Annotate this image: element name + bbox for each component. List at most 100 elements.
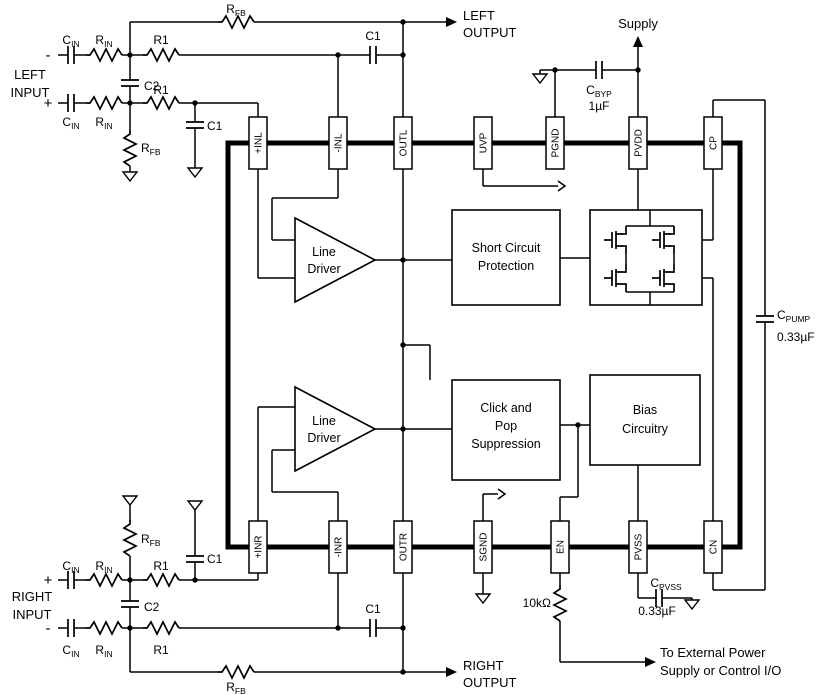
r1-label: R1 [153,559,169,573]
capacitor-cbyp-icon [595,60,603,80]
junction-dot-icon [400,52,406,58]
bias-circuitry-label: Bias [633,403,657,417]
junction-dot-icon [127,625,133,631]
pin-inl-pos: +INL [248,116,268,170]
pin-box [393,520,413,574]
resistor-r1-icon [142,573,180,587]
capacitor-c2-icon [120,600,140,608]
supply-arrow-icon [633,36,643,47]
short-circuit-protection-label: Short Circuit [472,241,541,255]
rfb-label: RFB [141,532,161,548]
cin-label: CIN [62,33,79,49]
click-pop-suppression-label: Suppression [471,437,541,451]
junction-dot-icon [552,67,558,73]
pin-name: CP [709,136,720,150]
external-io-label: Supply or Control I/O [660,663,781,678]
plus-sign: + [44,95,53,112]
pin-outl: OUTL [393,116,413,170]
pin-box [328,520,348,574]
left-output-arrow-icon [446,17,457,27]
short-circuit-protection-label: Protection [478,259,534,273]
sgnd-signal-arrow-icon [497,488,506,500]
r1-label: R1 [153,643,169,657]
cin-label: CIN [62,559,79,575]
capacitor-cin-icon [67,618,75,638]
click-pop-suppression-label: Click and [480,401,531,415]
line-driver-label: Driver [307,431,340,445]
rfb-label: RFB [226,680,246,695]
cpvss-value: 0.33µF [638,604,676,618]
resistor-rfb-icon [123,129,137,167]
cbyp-value: 1µF [589,99,610,113]
pin-box [473,116,493,170]
click-pop-suppression-block [451,379,561,481]
resistor-r1-icon [142,621,180,635]
ground-icon [122,495,138,506]
c1-label: C1 [365,29,381,43]
bias-circuitry-label: Circuitry [622,422,669,436]
pin-box [703,520,723,574]
bias-circuitry-block [589,374,701,466]
junction-dot-icon [192,577,198,583]
rin-label: RIN [95,33,112,49]
external-io-arrow-icon [645,657,656,667]
pin-name: PGND [551,129,562,158]
line-driver-label: Driver [307,262,340,276]
pin-uvp: UVP [473,116,493,170]
pin-box [248,520,268,574]
ground-icon [187,500,203,511]
junction-dot-icon [335,625,341,631]
junction-dot-icon [400,669,406,675]
short-circuit-protection-block [451,209,561,306]
external-io-label: To External Power [660,645,766,660]
junction-dot-icon [400,342,406,348]
pin-name: +INL [254,132,265,154]
minus-sign: - [46,47,51,64]
line-driver-label: Line [312,245,336,259]
junction-dot-icon [335,52,341,58]
ground-icon [187,167,203,178]
pin-name: PVDD [634,129,645,157]
click-pop-suppression-label: Pop [495,419,517,433]
fet-block-wires [625,210,675,305]
cbyp-label: CBYP [586,83,612,99]
pin-box [550,520,570,574]
pin-pvss: PVSS [628,520,648,574]
pin-pgnd: PGND [545,116,565,170]
rfb-label: RFB [226,2,246,18]
junction-dot-icon [127,577,133,583]
rin-label: RIN [95,559,112,575]
ground-icon [684,599,700,610]
c1-label: C1 [207,119,223,133]
wires-chip-internal [257,169,714,521]
pin-name: SGND [479,533,490,562]
uvp-signal-arrow-icon [557,180,566,192]
junction-dot-icon [127,52,133,58]
junction-dot-icon [575,422,581,428]
junction-dot-icon [400,426,406,432]
c1-label: C1 [207,552,223,566]
pin-box [393,116,413,170]
junction-dot-icon [400,19,406,25]
c2-label: C2 [144,600,160,614]
capacitor-c1-icon [185,121,205,129]
pin-name: -INR [334,537,345,558]
supply-label: Supply [618,16,658,31]
line-driver-label: Line [312,414,336,428]
left-output-label: OUTPUT [463,25,517,40]
junction-dot-icon [635,67,641,73]
plus-sign: + [44,572,53,589]
right-output-label: RIGHT [463,658,504,673]
pin-cn: CN [703,520,723,574]
pin-box [328,116,348,170]
rfb-label: RFB [141,141,161,157]
cpvss-label: CPVSS [650,576,682,592]
pin-box [248,116,268,170]
resistor-rin-icon [85,573,123,587]
left-output-label: LEFT [463,8,495,23]
wires-supply-network [539,47,766,591]
line-driver-left-opamp [294,216,377,304]
pin-name: PVSS [634,533,645,560]
